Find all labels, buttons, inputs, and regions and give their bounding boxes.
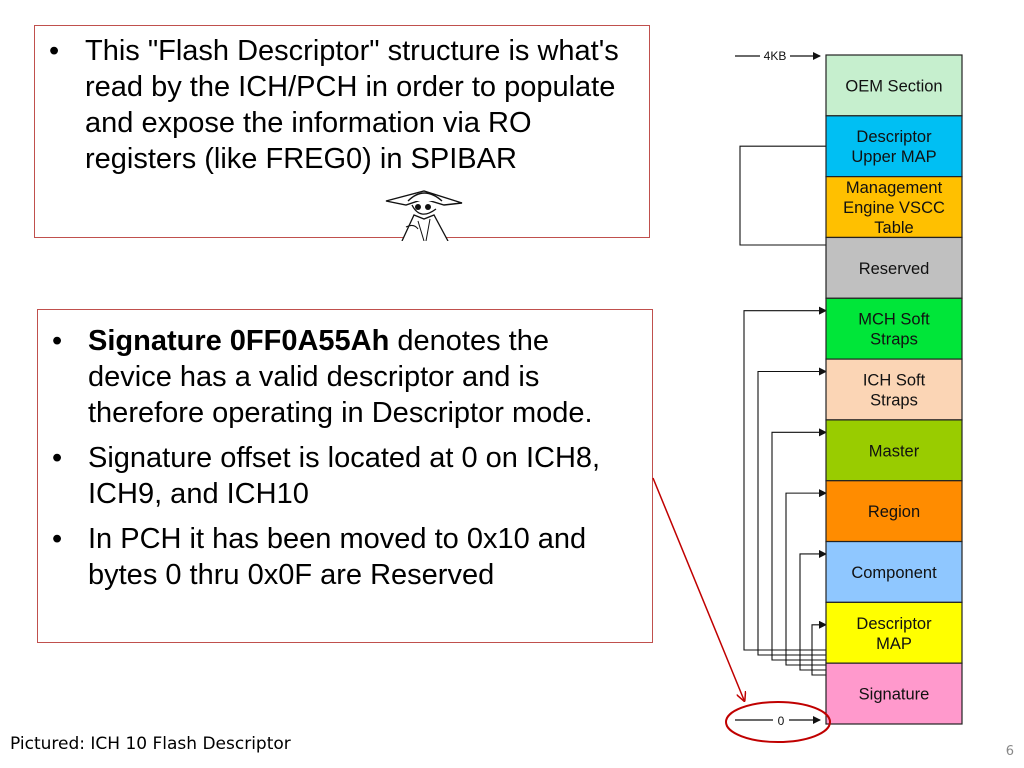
bottom-offset-label: 0 <box>778 714 785 728</box>
region-label: Signature <box>859 686 930 704</box>
signature-description: denotes the device has a valid descripto… <box>88 325 593 429</box>
region-block <box>825 54 963 117</box>
note-bullet-list: This "Flash Descriptor" structure is wha… <box>35 33 635 177</box>
region-region: Region <box>825 480 963 543</box>
region-label: OEM Section <box>845 77 942 95</box>
region-label: Region <box>868 503 920 521</box>
region-label: Engine VSCC <box>843 199 945 217</box>
region-block <box>825 297 963 360</box>
region-label: Straps <box>870 392 918 410</box>
region-label: Management <box>846 179 943 197</box>
region-block <box>825 540 963 603</box>
pointer-arrows <box>739 145 827 676</box>
region-oem-section: OEM Section <box>825 54 963 117</box>
bottom-offset-marker: 0 <box>725 701 831 743</box>
signature-bullet-1: Signature 0FF0A55Ah denotes the device h… <box>38 323 638 431</box>
pointer-arrow <box>757 367 827 656</box>
signature-info-box: Signature 0FF0A55Ah denotes the device h… <box>37 309 653 643</box>
region-label: Upper MAP <box>851 148 936 166</box>
region-label: Table <box>874 219 913 237</box>
note-bullet: This "Flash Descriptor" structure is wha… <box>35 33 635 177</box>
region-label: Straps <box>870 331 918 349</box>
region-block <box>825 115 963 178</box>
highlight-circle <box>725 701 831 743</box>
top-offset-marker: 4KB <box>735 49 821 63</box>
region-label: Component <box>851 564 937 582</box>
spy-icon <box>385 190 463 241</box>
page-number: 6 <box>1005 744 1014 759</box>
signature-bullet-list: Signature 0FF0A55Ah denotes the device h… <box>38 323 638 602</box>
pointer-arrow <box>739 145 826 246</box>
region-signature: Signature <box>825 662 963 725</box>
region-block <box>825 419 963 482</box>
pointer-arrow <box>743 306 827 651</box>
top-offset-label: 4KB <box>764 49 787 63</box>
signature-bullet-2: Signature offset is located at 0 on ICH8… <box>38 440 638 512</box>
region-label: Descriptor <box>856 128 932 146</box>
region-block <box>825 236 963 299</box>
flash-descriptor-note-box: This "Flash Descriptor" structure is wha… <box>34 25 650 238</box>
figure-caption: Pictured: ICH 10 Flash Descriptor <box>10 734 291 754</box>
region-label: MAP <box>876 635 912 653</box>
region-component: Component <box>825 540 963 603</box>
region-reserved: Reserved <box>825 236 963 299</box>
pointer-arrow <box>771 428 827 661</box>
region-block <box>825 662 963 725</box>
signature-bullet-3: In PCH it has been moved to 0x10 and byt… <box>38 521 638 593</box>
region-block <box>825 480 963 543</box>
region-label: Master <box>869 442 920 460</box>
region-label: ICH Soft <box>863 372 926 390</box>
pointer-arrow <box>799 549 827 671</box>
region-master: Master <box>825 419 963 482</box>
region-label: Descriptor <box>856 615 932 633</box>
region-label: MCH Soft <box>858 311 930 329</box>
region-block <box>825 601 963 664</box>
pointer-arrow <box>811 620 827 676</box>
pointer-arrow <box>785 489 827 666</box>
signature-value: Signature 0FF0A55Ah <box>88 325 390 357</box>
region-label: Reserved <box>859 260 930 278</box>
region-block <box>825 358 963 421</box>
